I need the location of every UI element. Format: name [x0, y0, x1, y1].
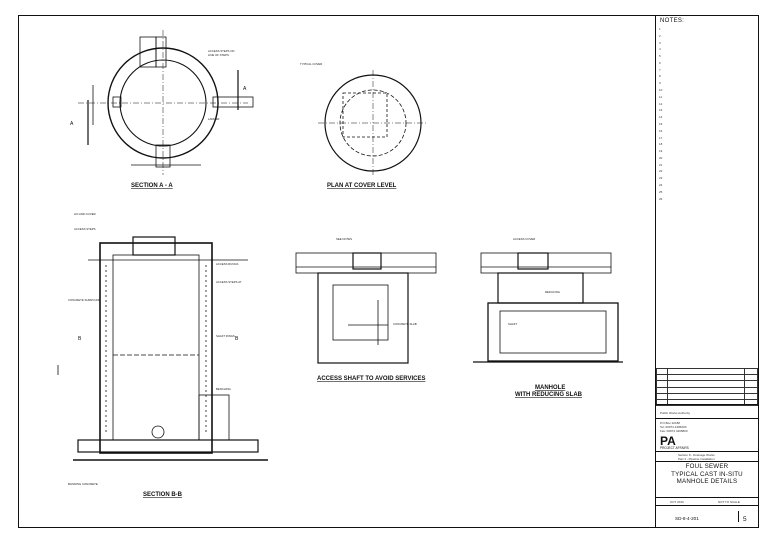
svg-text:ACCESS STEPS ON: ACCESS STEPS ON	[208, 49, 234, 53]
access-shaft-drawing	[295, 252, 437, 364]
note-item: 12	[659, 101, 663, 106]
view-title-section-aa: SECTION A - A	[131, 183, 173, 189]
note-item: 17	[659, 135, 663, 140]
date-value: OCT 2016	[670, 500, 684, 504]
note-item: 15	[659, 121, 663, 126]
date-scale-row: OCT 2016 NOT TO SCALE	[656, 497, 758, 505]
note-item: 9	[659, 81, 661, 86]
section-mark-b-left: B	[78, 336, 82, 342]
authority-name: Public Works Authority	[660, 411, 690, 415]
view-title-manhole-2: WITH REDUCING SLAB	[515, 392, 583, 398]
svg-text:TYPICAL COVER: TYPICAL COVER	[300, 62, 322, 66]
note-item: 13	[659, 108, 663, 113]
drawing-area: ACCESS STEPS ON LINE OF STEPS LADDER TYP…	[57, 30, 623, 498]
note-item: 8	[659, 74, 661, 79]
note-item: 20	[659, 155, 663, 160]
section-bb-drawing	[57, 236, 268, 461]
pobox-text: P.O.Box 22188	[660, 421, 680, 425]
svg-text:SHAFT RINGS: SHAFT RINGS	[216, 334, 235, 338]
section-aa-drawing	[78, 30, 254, 175]
fax-text: Fax: 00974 4495800	[660, 429, 688, 433]
view-title-section-bb: SECTION B-B	[143, 492, 183, 498]
svg-text:SEE NOTES: SEE NOTES	[336, 237, 352, 241]
authority-block: Public Works Authority	[656, 404, 758, 418]
svg-text:CONCRETE SLAB: CONCRETE SLAB	[393, 322, 417, 326]
note-item: 11	[659, 94, 663, 99]
svg-text:ACCESS STEPS AT: ACCESS STEPS AT	[216, 280, 242, 284]
pa-logo: PA	[660, 434, 676, 448]
svg-text:BENCHING: BENCHING	[216, 387, 231, 391]
scale-value: NOT TO SCALE	[718, 500, 740, 504]
drawing-number: SD-8-4-201	[675, 516, 699, 521]
svg-text:LID AND COVER: LID AND COVER	[74, 212, 96, 216]
title-line-2: TYPICAL CAST IN-SITU	[671, 470, 743, 478]
note-item: 23	[659, 176, 663, 181]
note-item: 2	[659, 33, 661, 38]
drawing-title: FOUL SEWER TYPICAL CAST IN-SITU MANHOLE …	[660, 463, 754, 486]
note-item: 22	[659, 169, 663, 174]
note-item: 18	[659, 142, 663, 147]
note-item: 5	[659, 54, 661, 59]
note-item: 14	[659, 115, 663, 120]
title-line-3: MANHOLE DETAILS	[676, 478, 738, 485]
plan-cover-drawing	[318, 70, 428, 175]
note-item: 3	[659, 40, 661, 45]
notes-list: 1 2 3 4 5 6 7 8 9 10 11 12 13 14 15 16 1…	[659, 27, 754, 204]
sheet-number-box	[738, 511, 757, 522]
revision-table	[656, 367, 758, 407]
section-mark-b-right: B	[235, 336, 239, 342]
svg-text:SHAFT: SHAFT	[508, 322, 517, 326]
address-block: P.O.Box 22188 Tel: 00974 4495000 Fax: 00…	[656, 418, 758, 434]
note-item: 24	[659, 182, 663, 187]
title-line-1: FOUL SEWER	[685, 463, 729, 470]
section-line-2: Part 4 - Pipeline Installation	[678, 457, 715, 461]
sheet-number: 5	[743, 516, 747, 523]
note-item: 16	[659, 128, 663, 133]
note-item: 26	[659, 196, 663, 201]
svg-text:CONCRETE SURROUND: CONCRETE SURROUND	[68, 298, 101, 302]
section-mark-a-left: A	[70, 121, 74, 127]
pa-logo-subtitle: PROJECT AFFAIRS	[660, 446, 689, 450]
section-line-1: Section 8 - Drainage Works	[678, 453, 715, 457]
section-block: Section 8 - Drainage Works Part 4 - Pipe…	[656, 451, 758, 461]
view-title-plan-cover: PLAN AT COVER LEVEL	[327, 183, 397, 189]
svg-text:LINE OF STEPS: LINE OF STEPS	[208, 53, 229, 57]
svg-text:ACCESS STEPS: ACCESS STEPS	[74, 227, 96, 231]
note-item: 6	[659, 60, 661, 65]
tel-text: Tel: 00974 4495000	[660, 425, 687, 429]
manhole-reducing-slab-drawing	[473, 252, 623, 363]
drawing-sheet-border	[18, 15, 759, 528]
drawing-number-row	[656, 505, 758, 528]
svg-text:BLINDING CONCRETE: BLINDING CONCRETE	[68, 482, 98, 486]
view-title-access-shaft: ACCESS SHAFT TO AVOID SERVICES	[317, 376, 425, 382]
note-item: 4	[659, 47, 661, 52]
view-title-manhole-1: MANHOLE	[535, 385, 565, 391]
section-mark-a-right: A	[243, 86, 247, 92]
title-block-column	[655, 15, 759, 528]
note-item: 25	[659, 189, 663, 194]
svg-text:REDUCING: REDUCING	[545, 290, 560, 294]
title-block	[656, 461, 758, 497]
note-item: 21	[659, 162, 663, 167]
note-item: 1	[659, 27, 661, 31]
note-item: 19	[659, 149, 663, 154]
svg-text:LADDER: LADDER	[208, 117, 219, 121]
svg-text:ACCESS COVER: ACCESS COVER	[513, 237, 535, 241]
note-item: 10	[659, 88, 663, 93]
note-item: 7	[659, 67, 661, 72]
notes-heading: NOTES:	[660, 18, 685, 24]
svg-text:ACCESS RUNGS: ACCESS RUNGS	[216, 262, 239, 266]
